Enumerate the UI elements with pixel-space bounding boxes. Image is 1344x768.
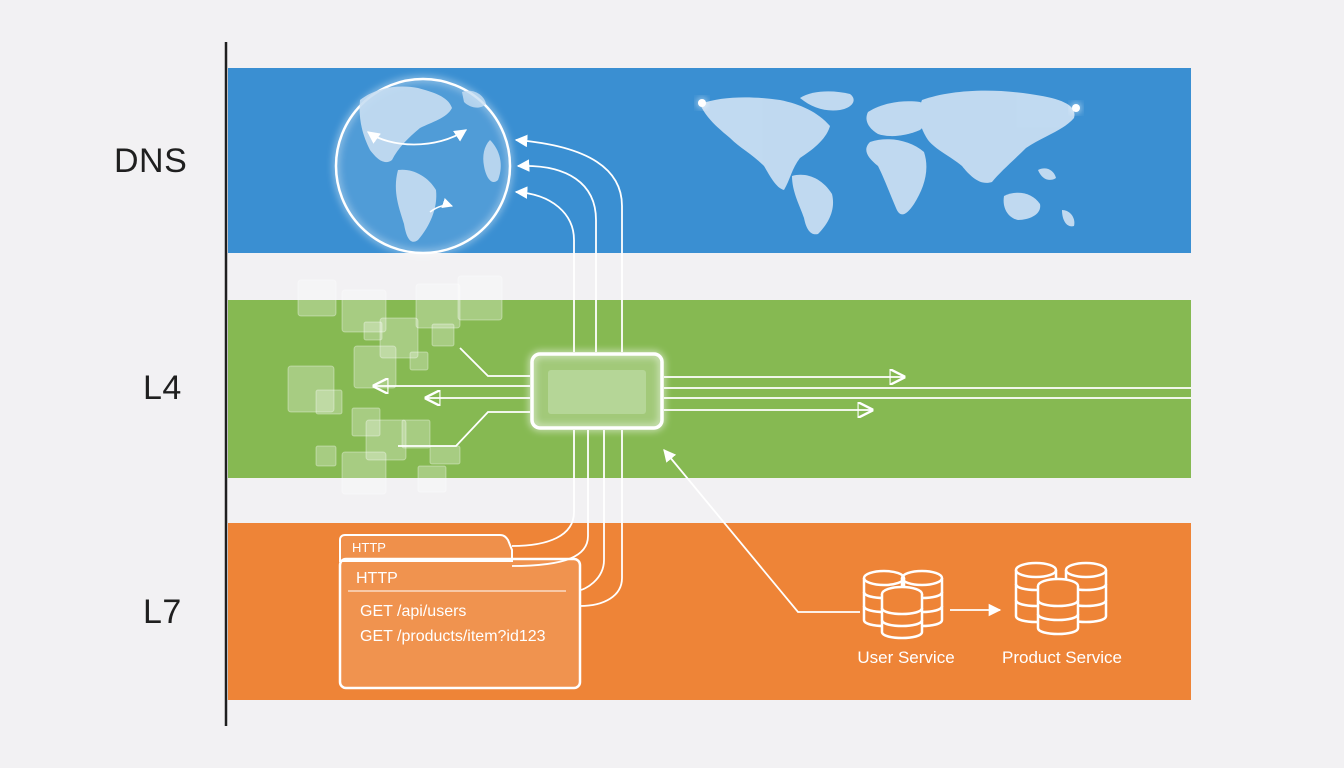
http-panel: HTTP HTTP GET /api/users GET /products/i…: [338, 534, 582, 690]
user-service-label: User Service: [857, 648, 954, 667]
packet-cluster: [287, 275, 503, 495]
dns-to-l4-connections: [514, 134, 623, 352]
product-service-label: Product Service: [1002, 648, 1122, 667]
user-service-database-icon: [862, 569, 944, 640]
product-service-database-icon: [1014, 561, 1108, 636]
globe-icon: [334, 77, 512, 255]
l7-layer-label: L7: [143, 593, 182, 631]
service-return-arrow: [663, 449, 860, 613]
world-map: [700, 90, 1075, 235]
http-card-header: HTTP: [356, 570, 398, 587]
l4-layer-label: L4: [143, 369, 182, 407]
http-tab: [339, 534, 513, 562]
l7-layer-band: [228, 523, 1191, 700]
map-glow-dot: [698, 99, 706, 107]
load-balancer-icon: [530, 352, 664, 430]
http-request-line: GET /api/users: [360, 603, 466, 620]
l4-flow-lines: [374, 347, 1191, 447]
dns-layer-label: DNS: [114, 142, 188, 180]
http-tab-label: HTTP: [352, 540, 386, 555]
map-glow-dot: [1072, 104, 1080, 112]
http-request-line: GET /products/item?id123: [360, 628, 546, 645]
l4-to-l7-connections: [511, 430, 623, 607]
